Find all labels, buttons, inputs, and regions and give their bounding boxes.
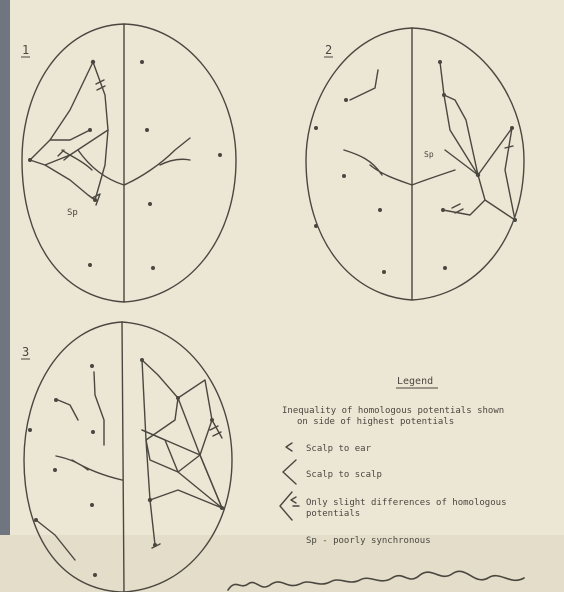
electrodes-panel-3 xyxy=(28,358,224,577)
panel-1-sp-label: Sp xyxy=(67,208,78,218)
legend-item-slight-differences-line1: Only slight differences of homologous xyxy=(306,498,506,508)
electrodes-panel-1 xyxy=(28,60,222,270)
legend-symbol-scalp-to-scalp xyxy=(283,460,296,484)
panel-number-3: 3 xyxy=(22,345,29,359)
legend-note-line1: Inequality of homologous potentials show… xyxy=(282,406,504,416)
legend-symbol-scalp-to-ear xyxy=(286,443,292,451)
connections-panel-2 xyxy=(440,62,515,220)
legend-item-scalp-to-scalp: Scalp to scalp xyxy=(306,470,382,480)
connections-panel-3 xyxy=(142,360,222,548)
legend-symbol-double-chevron xyxy=(280,492,299,520)
brain-outline-panel-2 xyxy=(306,28,524,300)
legend-title: Legend xyxy=(397,376,433,387)
panel-2-sp-label: Sp xyxy=(424,150,434,159)
panel-number-1: 1 xyxy=(22,43,29,57)
connections-panel-1 xyxy=(30,62,108,205)
handwritten-signature xyxy=(228,571,524,590)
legend-item-scalp-to-ear: Scalp to ear xyxy=(306,444,372,454)
panel-number-2: 2 xyxy=(325,43,332,57)
legend-item-poorly-synchronous: Sp - poorly synchronous xyxy=(306,536,431,546)
legend-item-slight-differences-line2: potentials xyxy=(306,509,360,519)
legend-note-line2: on side of highest potentials xyxy=(297,417,454,427)
electrodes-panel-2 xyxy=(314,60,517,274)
brain-outline-panel-1 xyxy=(22,24,236,302)
